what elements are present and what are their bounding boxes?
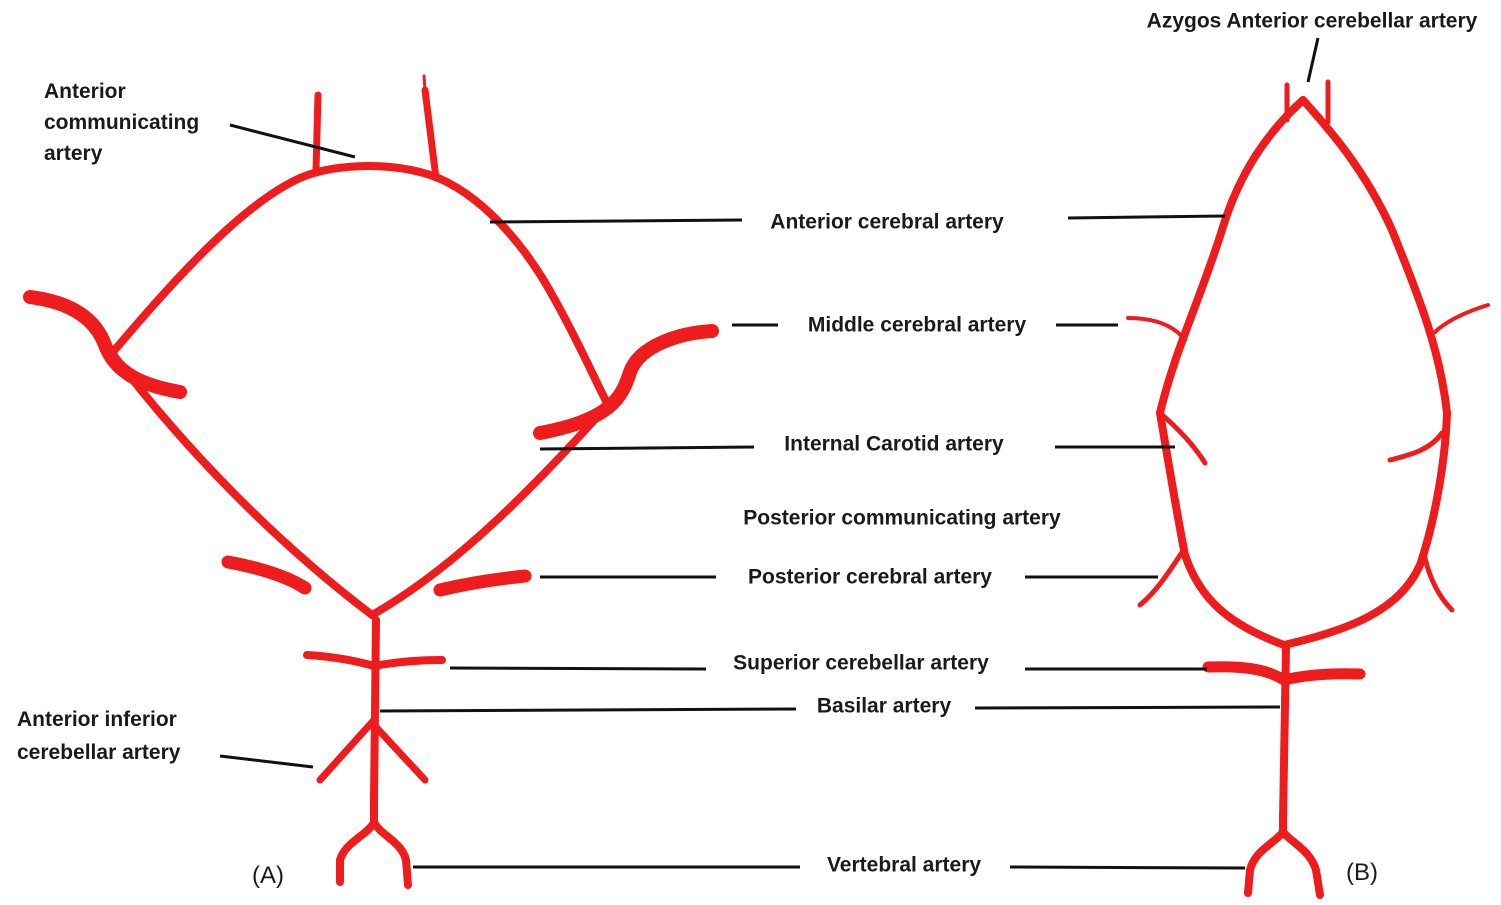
a-left-top-stub [316, 95, 318, 170]
label-anterior-communicating: Anterior communicating artery [44, 76, 199, 169]
b-anterior-left [1160, 100, 1303, 413]
label-basilar: Basilar artery [817, 696, 951, 717]
diagram-b-vessels [1128, 82, 1488, 895]
b-anterior-right [1303, 100, 1447, 413]
a-left-posterior-arc [112, 353, 372, 615]
label-anterior-communicating-line1: Anterior [44, 76, 199, 107]
label-anterior-inferior-cerebellar: Anterior inferior cerebellar artery [17, 703, 180, 769]
a-right-top-stub [425, 90, 436, 178]
panel-label-b: (B) [1346, 859, 1378, 887]
a-right-top-tip [424, 76, 425, 90]
panel-label-a: (A) [252, 862, 284, 890]
arteries [30, 76, 1488, 895]
label-anterior-communicating-line2: communicating [44, 107, 199, 138]
leader-superior-cerebellar-a [450, 668, 706, 669]
label-anterior-cerebral: Anterior cerebral artery [770, 212, 1003, 233]
a-right-posterior-cerebral [440, 576, 525, 590]
label-middle-cerebral: Middle cerebral artery [808, 315, 1026, 336]
b-right-posterior-cerebral [1425, 558, 1452, 610]
label-superior-cerebellar: Superior cerebellar artery [733, 653, 989, 674]
a-aica-left [320, 720, 374, 780]
leader-vertebral-b [1010, 867, 1245, 868]
b-vertebral [1248, 815, 1320, 895]
label-aica-line1: Anterior inferior [17, 703, 180, 736]
b-left-middle-cerebral [1128, 318, 1185, 340]
leader-aica [220, 756, 313, 767]
leader-anterior-cerebral-a [490, 220, 742, 222]
b-left-lower [1160, 413, 1284, 645]
leader-lines [220, 38, 1318, 868]
leader-basilar-b [975, 707, 1280, 708]
leader-internal-carotid-a [540, 447, 754, 449]
a-anterior-cerebral-arc [112, 166, 608, 405]
a-basilar-trunk [374, 620, 376, 800]
label-posterior-communicating: Posterior communicating artery [743, 508, 1060, 529]
leader-anterior-cerebral-b [1068, 216, 1225, 218]
label-vertebral: Vertebral artery [827, 855, 981, 876]
a-left-posterior-cerebral [228, 562, 305, 588]
leader-azygos [1308, 38, 1318, 82]
a-vertebral [340, 795, 408, 885]
leader-anterior-communicating [230, 125, 355, 157]
b-right-middle-cerebral [1435, 305, 1488, 332]
a-aica-right [374, 725, 425, 780]
label-internal-carotid: Internal Carotid artery [784, 434, 1003, 455]
label-azygos-anterior-cerebellar: Azygos Anterior cerebellar artery [1147, 11, 1478, 32]
label-aica-line2: cerebellar artery [17, 736, 180, 769]
b-right-internal-carotid [1390, 433, 1442, 460]
label-posterior-cerebral: Posterior cerebral artery [748, 567, 992, 588]
leader-basilar-a [380, 709, 796, 711]
a-left-middle-cerebral [30, 297, 180, 392]
label-anterior-communicating-line3: artery [44, 138, 199, 169]
a-right-middle-cerebral [540, 331, 712, 433]
